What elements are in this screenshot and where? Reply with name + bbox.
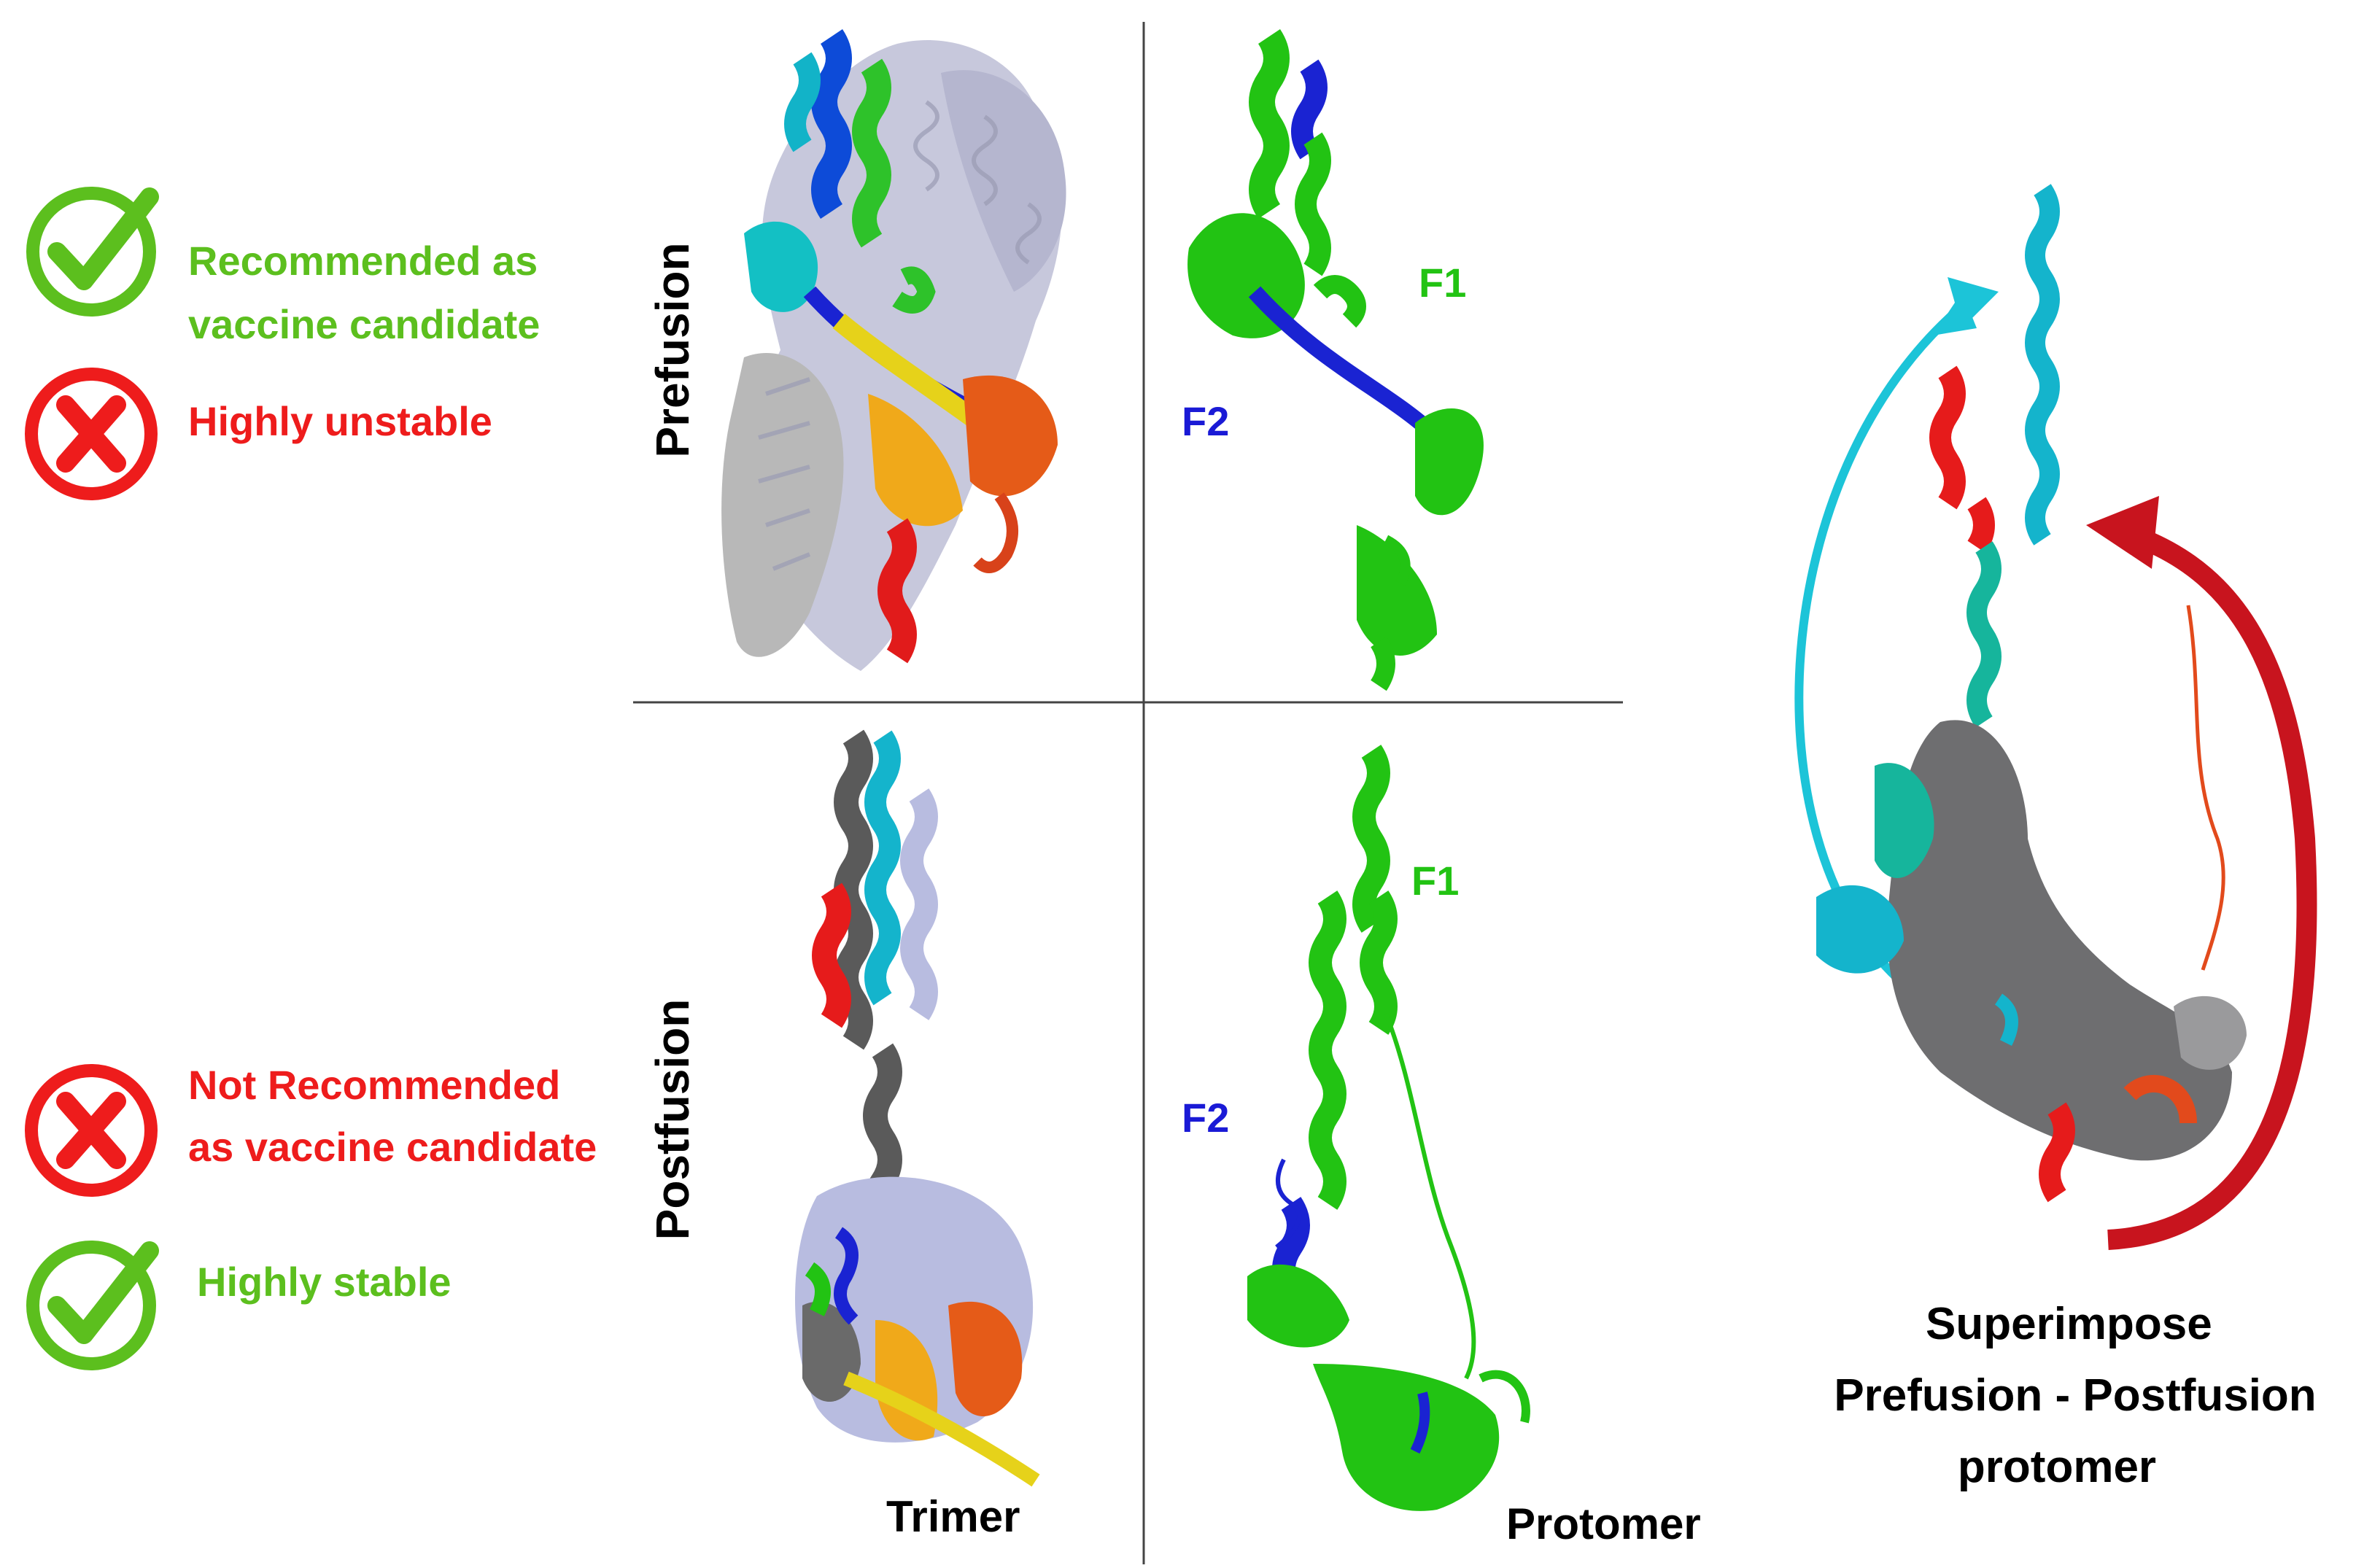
column-label-trimer: Trimer (886, 1492, 1020, 1541)
column-label-protomer: Protomer (1506, 1499, 1701, 1548)
superimpose-label-line1: Superimpose (1926, 1299, 2212, 1349)
recommended-label-line1: Recommended as (188, 238, 538, 284)
row-label-prefusion: Prefusion (646, 242, 699, 458)
check-circle-icon (26, 187, 159, 317)
prefusion-f2-label: F2 (1182, 398, 1230, 444)
postfusion-protomer-structure (1247, 745, 1530, 1511)
recommended-label-line2: vaccine candidate (188, 301, 540, 347)
red-arrow (2107, 530, 2317, 1250)
superimposed-protomer-structure (1794, 184, 2317, 1250)
check-circle-icon (26, 1241, 159, 1370)
cross-circle-icon (25, 368, 158, 500)
highly-unstable-label: Highly unstable (188, 398, 492, 444)
prefusion-protomer-structure (1187, 29, 1484, 691)
superimpose-label-line3: protomer (1957, 1442, 2157, 1492)
prefusion-trimer-structure (721, 29, 1066, 671)
not-recommended-label-line2: as vaccine candidate (188, 1124, 597, 1170)
superimpose-label-line2: Prefusion - Postfusion (1834, 1370, 2317, 1421)
postfusion-trimer-structure (795, 729, 1040, 1487)
not-recommended-label-line1: Not Recommended (188, 1062, 561, 1108)
postfusion-f2-label: F2 (1182, 1095, 1230, 1141)
cross-circle-icon (25, 1064, 158, 1197)
postfusion-f1-label: F1 (1411, 858, 1460, 904)
highly-stable-label: Highly stable (197, 1259, 452, 1305)
row-label-postfusion: Postfusion (646, 998, 699, 1241)
prefusion-f1-label: F1 (1419, 260, 1467, 306)
